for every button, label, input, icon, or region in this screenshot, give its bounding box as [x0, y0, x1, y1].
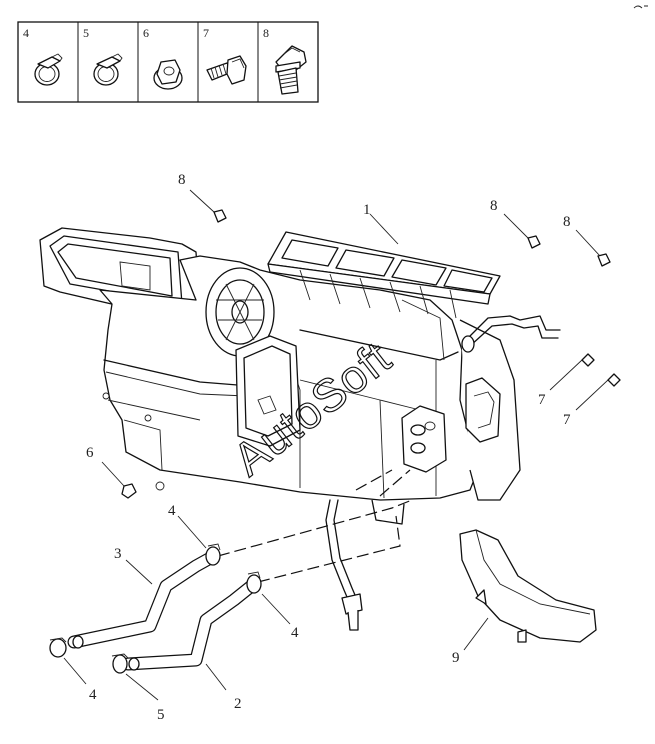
hose-clamp-upper	[205, 543, 221, 566]
inlet-hose	[67, 549, 221, 649]
hose-clamp-right	[246, 571, 262, 594]
flange-nut-icon	[153, 59, 183, 90]
legend-num-7: 7	[203, 26, 209, 40]
bolt-right	[575, 229, 611, 267]
callout-3: 3	[114, 546, 122, 562]
legend-num-8: 8	[263, 26, 269, 40]
heater-core-ports	[235, 335, 447, 473]
bolt-left	[189, 189, 227, 223]
bolt-mid	[503, 213, 541, 249]
callout-6: 6	[86, 445, 94, 461]
callout-4-right: 4	[291, 625, 299, 641]
outlet-hose	[121, 577, 261, 671]
hose-clamp-small	[111, 653, 129, 674]
callout-4-upper: 4	[168, 503, 176, 519]
callout-8-mid: 8	[490, 198, 498, 214]
callout-5: 5	[157, 707, 165, 723]
parts-legend: 4 5 6 7 8	[17, 21, 319, 103]
hose-clamp-lower	[49, 637, 67, 658]
legend-num-4: 4	[23, 26, 29, 40]
callout-1: 1	[363, 202, 371, 218]
callout-8-right: 8	[563, 214, 571, 230]
bolt-icon	[206, 55, 247, 85]
floor-duct	[459, 529, 597, 643]
screw-a	[549, 353, 595, 391]
heater-unit-body	[39, 227, 561, 631]
callout-9: 9	[452, 650, 460, 666]
screw-b	[575, 373, 621, 411]
callout-8-left: 8	[178, 172, 186, 188]
corner-mark	[633, 5, 648, 9]
legend-num-5: 5	[83, 26, 89, 40]
callout-leaders	[63, 213, 489, 701]
callout-2: 2	[234, 696, 242, 712]
legend-num-6: 6	[143, 26, 149, 40]
flange-bolt-icon	[275, 45, 307, 95]
assembly-leader-lines	[217, 469, 413, 583]
callout-7-a: 7	[538, 392, 546, 408]
nut-6	[101, 461, 137, 499]
hose-clamp-icon	[34, 53, 63, 86]
cabin-filter-frame	[267, 231, 501, 319]
callout-7-b: 7	[563, 412, 571, 428]
hose-clamp-icon	[93, 53, 123, 86]
callout-4-lower: 4	[89, 687, 97, 703]
